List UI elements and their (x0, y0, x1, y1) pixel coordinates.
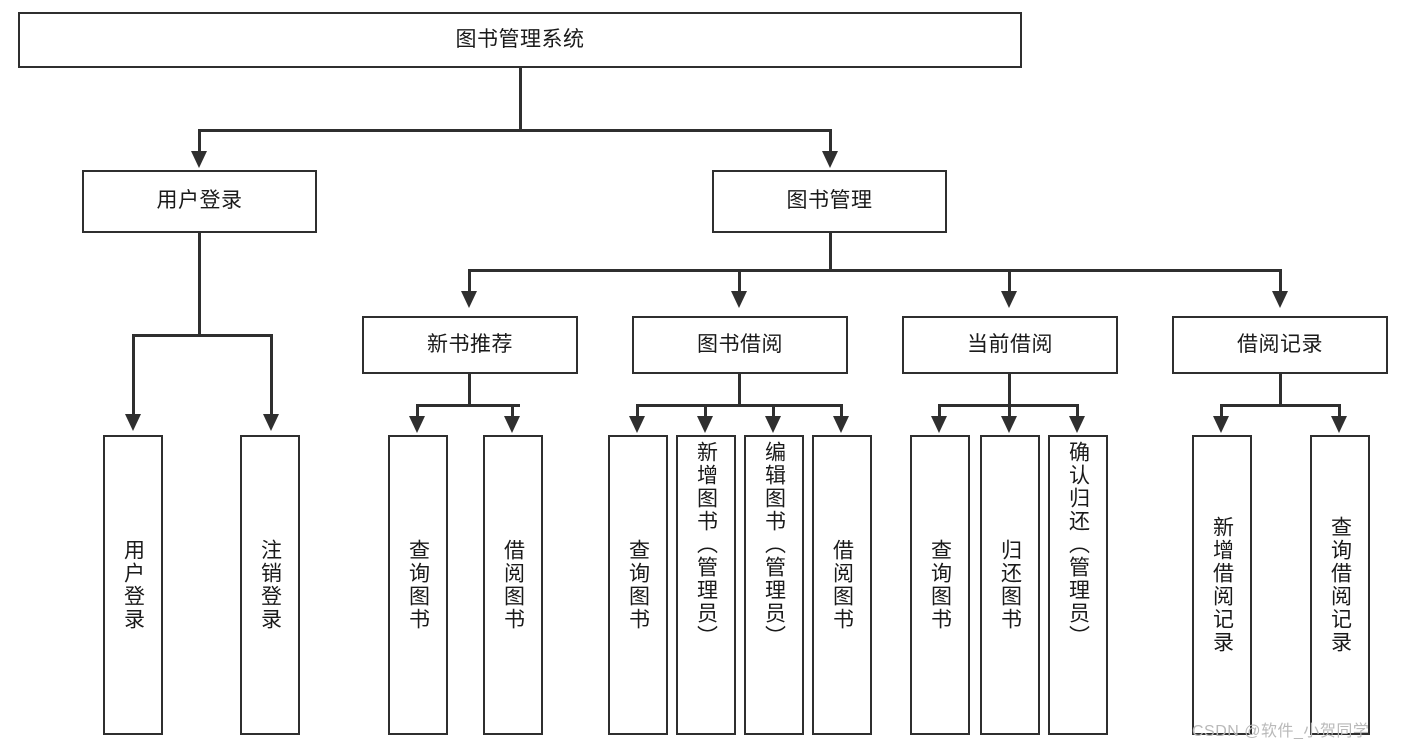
node-leaf-add-borrow-record[interactable]: 新增借阅记录 (1192, 435, 1252, 735)
connector-book-borrow-leaf-bus (637, 404, 842, 407)
node-label: 用户登录 (156, 189, 243, 213)
connector-current-borrow-stem (1008, 374, 1011, 406)
arrowhead-leaf-confirm-return (1069, 416, 1085, 433)
arrowhead-leaf-add-book-admin (697, 416, 713, 433)
node-current-borrow[interactable]: 当前借阅 (902, 316, 1118, 374)
connector-drop-leaf-user-login (132, 334, 135, 416)
connector-drop-leaf-return-book (1008, 404, 1011, 418)
node-leaf-edit-book-admin[interactable]: 编辑图书（管理员） (744, 435, 804, 735)
node-leaf-return-book[interactable]: 归还图书 (980, 435, 1040, 735)
node-leaf-borrow-book-recommend[interactable]: 借阅图书 (483, 435, 543, 735)
connector-level2-bus (198, 129, 832, 132)
node-book-borrow[interactable]: 图书借阅 (632, 316, 848, 374)
arrowhead-leaf-query-book-1 (409, 416, 425, 433)
node-label: 查询借阅记录 (1328, 516, 1352, 654)
connector-borrow-record-stem (1279, 374, 1282, 406)
node-label: 确认归还（管理员） (1066, 441, 1090, 648)
node-label: 编辑图书（管理员） (762, 441, 786, 648)
connector-drop-leaf-edit-book-admin (772, 404, 775, 418)
node-label: 当前借阅 (967, 332, 1053, 356)
connector-user-login-leaf-bus (133, 334, 272, 337)
arrowhead-leaf-borrow-book-2 (833, 416, 849, 433)
arrowhead-current-borrow (1001, 291, 1017, 308)
node-book-management[interactable]: 图书管理 (712, 170, 947, 233)
connector-drop-current-borrow (1008, 269, 1011, 293)
connector-drop-leaf-add-book-admin (704, 404, 707, 418)
connector-drop-user-login (198, 129, 201, 153)
node-label: 查询图书 (406, 539, 430, 631)
arrowhead-leaf-borrow-book-1 (504, 416, 520, 433)
node-leaf-add-book-admin[interactable]: 新增图书（管理员） (676, 435, 736, 735)
node-borrow-record[interactable]: 借阅记录 (1172, 316, 1388, 374)
connector-drop-leaf-query-book-1 (416, 404, 419, 418)
node-leaf-query-borrow-record[interactable]: 查询借阅记录 (1310, 435, 1370, 735)
connector-drop-book-borrow (738, 269, 741, 293)
node-label: 图书管理系统 (455, 27, 585, 51)
node-leaf-confirm-return-admin[interactable]: 确认归还（管理员） (1048, 435, 1108, 735)
arrowhead-borrow-record (1272, 291, 1288, 308)
node-label: 图书借阅 (697, 332, 783, 356)
node-label: 借阅图书 (501, 539, 525, 631)
node-label: 查询图书 (928, 539, 952, 631)
connector-drop-leaf-logout-login (270, 334, 273, 416)
csdn-watermark: CSDN @软件_小贺同学 (1192, 723, 1370, 740)
node-label: 借阅记录 (1237, 332, 1323, 356)
node-label: 新增图书（管理员） (694, 441, 718, 648)
connector-drop-borrow-record (1279, 269, 1282, 293)
node-leaf-user-login[interactable]: 用户登录 (103, 435, 163, 735)
arrowhead-leaf-user-login (125, 414, 141, 431)
arrowhead-leaf-add-borrow-record (1213, 416, 1229, 433)
arrowhead-leaf-return-book (1001, 416, 1017, 433)
connector-drop-leaf-borrow-book-2 (840, 404, 843, 418)
arrowhead-user-login (191, 151, 207, 168)
arrowhead-book-management (822, 151, 838, 168)
connector-book-borrow-stem (738, 374, 741, 406)
node-label: 归还图书 (998, 539, 1022, 631)
node-label: 借阅图书 (830, 539, 854, 631)
connector-root-stem (519, 68, 522, 130)
arrowhead-leaf-edit-book-admin (765, 416, 781, 433)
node-leaf-query-book-current[interactable]: 查询图书 (910, 435, 970, 735)
connector-drop-book-management (829, 129, 832, 153)
connector-drop-leaf-add-borrow-record (1220, 404, 1223, 418)
node-label: 查询图书 (626, 539, 650, 631)
connector-new-book-recommend-leaf-bus (417, 404, 520, 407)
node-leaf-query-book-borrow[interactable]: 查询图书 (608, 435, 668, 735)
connector-drop-leaf-query-book-2 (636, 404, 639, 418)
connector-new-book-recommend-stem (468, 374, 471, 406)
arrowhead-book-borrow (731, 291, 747, 308)
node-leaf-borrow-book-borrow[interactable]: 借阅图书 (812, 435, 872, 735)
arrowhead-leaf-logout-login (263, 414, 279, 431)
node-label: 注销登录 (258, 539, 282, 631)
connector-borrow-record-leaf-bus (1221, 404, 1338, 407)
node-label: 新书推荐 (427, 332, 513, 356)
connector-drop-leaf-query-book-3 (938, 404, 941, 418)
connector-drop-leaf-confirm-return (1076, 404, 1079, 418)
arrowhead-new-book-recommend (461, 291, 477, 308)
arrowhead-leaf-query-borrow-record (1331, 416, 1347, 433)
connector-user-login-stem (198, 233, 201, 336)
connector-drop-new-book-recommend (468, 269, 471, 293)
node-leaf-logout-login[interactable]: 注销登录 (240, 435, 300, 735)
connector-book-management-stem (829, 233, 832, 271)
node-label: 用户登录 (121, 539, 145, 631)
arrowhead-leaf-query-book-2 (629, 416, 645, 433)
node-root-system[interactable]: 图书管理系统 (18, 12, 1022, 68)
arrowhead-leaf-query-book-3 (931, 416, 947, 433)
connector-drop-leaf-borrow-book-1 (511, 404, 514, 418)
node-new-book-recommend[interactable]: 新书推荐 (362, 316, 578, 374)
connector-level3-bus (468, 269, 1282, 272)
connector-drop-leaf-query-borrow-record (1338, 404, 1341, 418)
node-leaf-query-book-recommend[interactable]: 查询图书 (388, 435, 448, 735)
node-label: 新增借阅记录 (1210, 516, 1234, 654)
node-label: 图书管理 (786, 189, 873, 213)
node-user-login[interactable]: 用户登录 (82, 170, 317, 233)
